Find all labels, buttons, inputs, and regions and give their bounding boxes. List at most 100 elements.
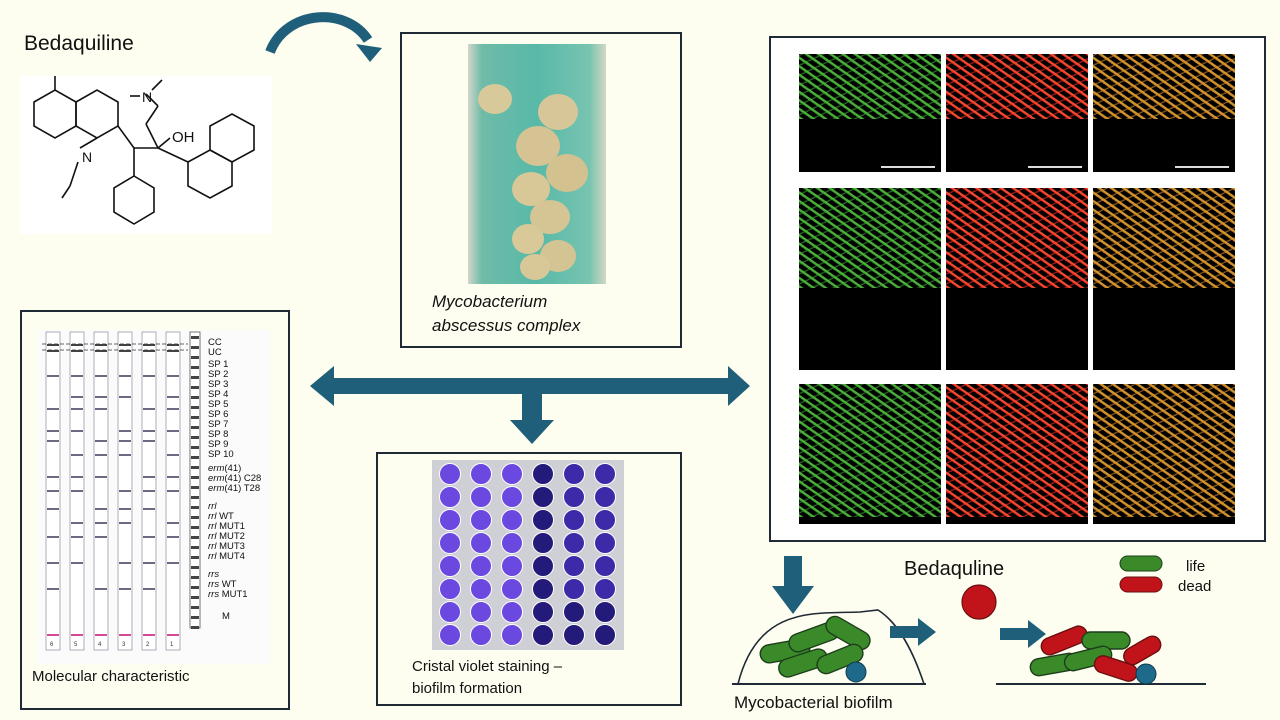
strip-band — [47, 536, 59, 538]
crystal-violet-panel: Cristal violet staining – biofilm format… — [376, 452, 682, 706]
well-plate-image — [432, 460, 624, 650]
strip-band — [95, 522, 107, 524]
well — [501, 509, 523, 531]
strip-label: rrs MUT1 — [208, 589, 248, 600]
bedaquiline-title: Bedaquiline — [24, 32, 134, 55]
bedaquiline-structure: N OH N — [20, 76, 272, 234]
strip-label: rrl MUT2 — [208, 531, 245, 542]
atom-n: N — [82, 149, 92, 165]
well — [439, 532, 461, 554]
strip-band — [119, 562, 131, 564]
strip-label: rrl MUT1 — [208, 521, 245, 532]
well — [563, 532, 585, 554]
well — [594, 601, 616, 623]
strip-band — [143, 408, 155, 410]
strip-band — [143, 476, 155, 478]
strip-band — [119, 440, 131, 442]
strip-band — [71, 536, 83, 538]
well — [439, 509, 461, 531]
strip-band — [95, 454, 107, 456]
strip-band — [71, 350, 83, 352]
strip-band — [143, 440, 155, 442]
strip-band — [143, 375, 155, 377]
strip-band — [95, 536, 107, 538]
strip-band — [95, 476, 107, 478]
well — [532, 555, 554, 577]
strip-label: erm(41) — [208, 463, 242, 474]
strip-band — [95, 408, 107, 410]
treated-rods — [1029, 625, 1162, 682]
strip-label: CC — [208, 337, 222, 348]
strip-band — [119, 508, 131, 510]
strip-label: erm(41) T28 — [208, 483, 261, 494]
well — [470, 578, 492, 600]
strip-label: M — [222, 611, 230, 622]
well — [563, 486, 585, 508]
well — [594, 555, 616, 577]
strip-label: SP 3 — [208, 379, 229, 390]
strip-band — [167, 454, 179, 456]
strip-lane — [93, 331, 109, 651]
drug-label: Bedaquline — [904, 558, 1004, 580]
well — [439, 601, 461, 623]
curved-arrow-icon — [265, 12, 382, 62]
micrograph-red-row2 — [946, 188, 1088, 370]
strip-band — [143, 430, 155, 432]
strip-label: SP 5 — [208, 399, 229, 410]
strip-band — [119, 634, 131, 636]
strip-band — [119, 588, 131, 590]
culture-label-line2: abscessus complex — [432, 316, 581, 335]
strip-band — [47, 476, 59, 478]
strip-band — [143, 350, 155, 352]
strip-label: rrs — [208, 569, 220, 580]
strip-label: SP 1 — [208, 359, 229, 370]
drug-particle-icon — [961, 584, 997, 620]
strip-band — [167, 350, 179, 352]
biofilm-caption: Mycobacterial biofilm — [734, 693, 893, 712]
biofilm-rods — [759, 615, 871, 678]
micrograph-merge-row1 — [1093, 54, 1235, 172]
strip-label: SP 7 — [208, 419, 229, 430]
scale-bar — [1175, 166, 1229, 168]
strip-label: SP 8 — [208, 429, 229, 440]
culture-tube-image — [468, 44, 606, 284]
legend-live-swatch — [1119, 555, 1163, 572]
micrograph-merge-row2 — [1093, 188, 1235, 370]
strip-band — [47, 508, 59, 510]
strip-label: SP 2 — [208, 369, 229, 380]
lane-number: 6 — [50, 642, 54, 648]
strip-label: rrl MUT3 — [208, 541, 245, 552]
strip-band — [167, 430, 179, 432]
strip-label: SP 10 — [208, 449, 234, 460]
micrograph-merge-row3 — [1093, 384, 1235, 524]
strip-label: rrl MUT4 — [208, 551, 245, 562]
right-arrow-icon — [1000, 620, 1046, 648]
well — [439, 555, 461, 577]
strip-band — [71, 430, 83, 432]
strip-band — [95, 440, 107, 442]
well — [501, 555, 523, 577]
well — [563, 578, 585, 600]
well — [439, 463, 461, 485]
strip-band — [119, 344, 131, 346]
strip-band — [143, 344, 155, 346]
strip-band — [119, 350, 131, 352]
well — [470, 532, 492, 554]
well — [594, 624, 616, 646]
well — [501, 624, 523, 646]
strip-band — [119, 454, 131, 456]
strip-band — [143, 634, 155, 636]
well — [532, 532, 554, 554]
well — [594, 463, 616, 485]
strip-band — [167, 344, 179, 346]
strip-band — [119, 522, 131, 524]
well — [501, 463, 523, 485]
strip-band — [71, 522, 83, 524]
scale-bar — [1028, 166, 1082, 168]
strip-band — [143, 508, 155, 510]
strip-band — [167, 634, 179, 636]
strip-band — [71, 375, 83, 377]
strip-band — [119, 430, 131, 432]
strip-band — [119, 490, 131, 492]
